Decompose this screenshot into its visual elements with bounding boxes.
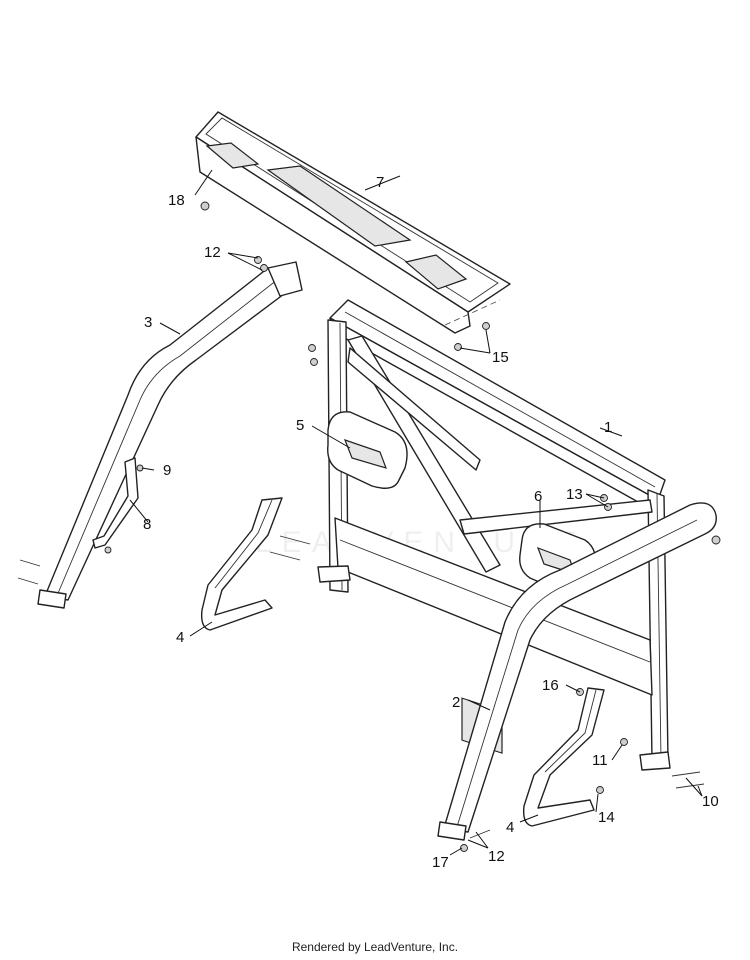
part-4-handle-left (200, 497, 283, 631)
callout-6: 6 (534, 488, 542, 505)
callout-18: 18 (168, 192, 185, 209)
callout-15: 15 (492, 349, 509, 366)
part-4-handle-right (522, 687, 605, 827)
callout-3: 3 (144, 314, 152, 331)
callout-10: 10 (702, 793, 719, 810)
callout-4-right: 4 (506, 819, 514, 836)
part-8-bracket (92, 457, 139, 549)
footer-credit: Rendered by LeadVenture, Inc. (291, 940, 459, 954)
callout-13: 13 (566, 486, 583, 503)
callout-14: 14 (598, 809, 615, 826)
callout-16: 16 (542, 677, 559, 694)
part-2-front-tube (437, 502, 717, 841)
callout-4-left: 4 (176, 629, 184, 646)
part-3-roof-bar (37, 261, 303, 609)
callout-12-bottom: 12 (488, 848, 505, 865)
part-5-headrest-left (327, 411, 408, 489)
callout-5: 5 (296, 417, 304, 434)
hardware-fasteners (17, 201, 721, 852)
callout-9: 9 (163, 462, 171, 479)
callout-leaders (129, 169, 703, 856)
callout-17: 17 (432, 854, 449, 871)
callout-7: 7 (376, 174, 384, 191)
part-7-top-panel (195, 111, 511, 334)
callout-8: 8 (143, 516, 151, 533)
callout-labels: 1 2 3 4 4 5 6 7 8 9 10 11 12 12 13 14 15… (143, 174, 719, 871)
callout-12-top: 12 (204, 244, 221, 261)
callout-2: 2 (452, 694, 460, 711)
callout-1: 1 (604, 419, 612, 436)
callout-11: 11 (592, 752, 608, 769)
